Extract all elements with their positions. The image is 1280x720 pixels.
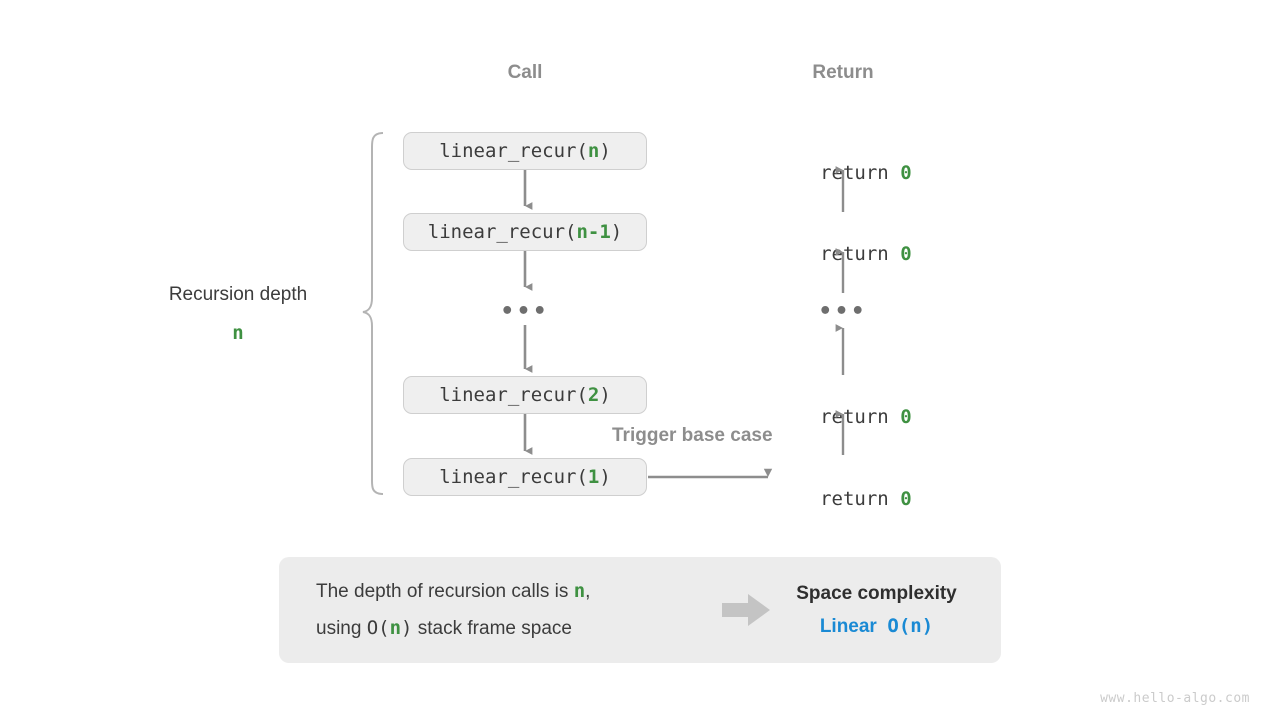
call-frame-prefix: linear_recur( xyxy=(439,384,588,406)
return-label: return 0 xyxy=(723,140,963,206)
summary-line1-highlight: n xyxy=(573,580,586,602)
summary-line-1: The depth of recursion calls is n, xyxy=(316,573,716,610)
call-frame-box: linear_recur(1) xyxy=(403,458,647,496)
summary-panel: The depth of recursion calls is n, using… xyxy=(279,557,1001,663)
call-frame-box: linear_recur(n-1) xyxy=(403,213,647,251)
return-keyword: return xyxy=(820,488,901,510)
summary-line2-before: using xyxy=(316,618,367,639)
column-header-return: Return xyxy=(812,62,874,83)
summary-line2-close: ) xyxy=(401,617,413,639)
return-value: 0 xyxy=(900,488,912,510)
recursion-depth-value: n xyxy=(232,322,244,344)
call-frame-prefix: linear_recur( xyxy=(427,221,577,243)
return-value: 0 xyxy=(900,162,912,184)
summary-line2-after: stack frame space xyxy=(412,618,572,639)
call-frame-suffix: ) xyxy=(599,384,611,406)
trigger-base-case-label: Trigger base case xyxy=(612,425,773,446)
summary-title: Space complexity xyxy=(796,582,957,604)
call-frame-box: linear_recur(n) xyxy=(403,132,647,170)
call-frame-prefix: linear_recur( xyxy=(439,466,588,488)
summary-result-word: Linear xyxy=(819,615,877,637)
call-frame-argument: n xyxy=(587,140,600,162)
return-ellipsis: ••• xyxy=(818,299,868,324)
summary-block-arrow-container xyxy=(716,591,776,629)
call-frame-argument: n-1 xyxy=(576,221,611,243)
call-frame-argument: 2 xyxy=(587,384,600,406)
summary-line1-after: , xyxy=(585,581,591,602)
summary-conclusion: Space complexity Linear O(n) xyxy=(776,583,977,638)
call-frame-box: linear_recur(2) xyxy=(403,376,647,414)
call-frame-prefix: linear_recur( xyxy=(439,140,588,162)
summary-line2-open: O( xyxy=(366,617,390,639)
recursion-depth-label: Recursion depth xyxy=(168,284,308,305)
call-ellipsis: ••• xyxy=(500,299,550,324)
summary-line1-before: The depth of recursion calls is xyxy=(316,581,574,602)
return-keyword: return xyxy=(820,406,901,428)
call-frame-suffix: ) xyxy=(599,466,611,488)
summary-line2-highlight: n xyxy=(389,617,402,639)
return-keyword: return xyxy=(820,243,901,265)
summary-description: The depth of recursion calls is n, using… xyxy=(316,573,716,647)
return-keyword: return xyxy=(820,162,901,184)
column-header-call: Call xyxy=(507,62,543,83)
summary-line-2: using O(n) stack frame space xyxy=(316,610,716,647)
return-value: 0 xyxy=(900,406,912,428)
call-frame-suffix: ) xyxy=(599,140,611,162)
block-arrow-right-icon xyxy=(722,594,770,626)
return-label: return 0 xyxy=(723,466,963,532)
summary-result: Linear O(n) xyxy=(776,615,977,638)
call-frame-suffix: ) xyxy=(610,221,623,243)
watermark: www.hello-algo.com xyxy=(1100,691,1250,706)
summary-result-notation: O(n) xyxy=(887,614,934,637)
call-frame-argument: 1 xyxy=(587,466,600,488)
return-label: return 0 xyxy=(723,221,963,287)
return-value: 0 xyxy=(900,243,912,265)
recursion-depth-brace xyxy=(362,132,384,495)
